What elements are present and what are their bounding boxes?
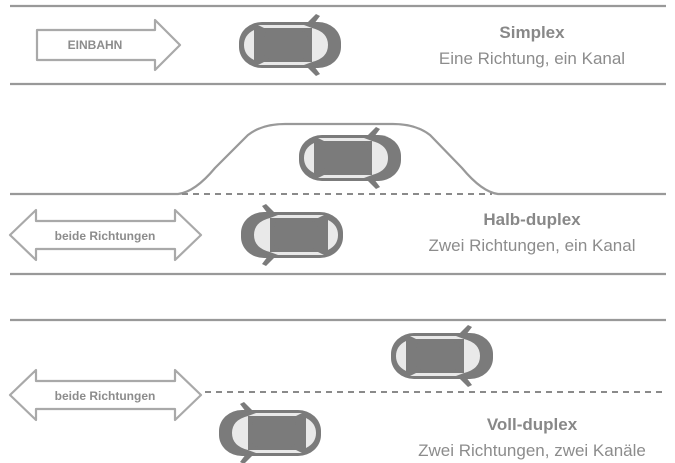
half-duplex-title: Halb-duplex [483, 210, 581, 229]
simplex-section: EINBAHN Simplex Eine Richtung, ein Kanal [10, 4, 666, 86]
full-duplex-arrow-label: beide Richtungen [55, 389, 156, 403]
half-duplex-arrow-label: beide Richtungen [55, 229, 156, 243]
car-icon [219, 402, 321, 463]
car-icon [239, 14, 341, 76]
full-duplex-title: Voll-duplex [487, 415, 578, 434]
simplex-description: Eine Richtung, ein Kanal [439, 49, 625, 68]
double-arrow-icon: beide Richtungen [8, 368, 203, 422]
double-arrow-icon: beide Richtungen [8, 208, 203, 262]
full-duplex-description: Zwei Richtungen, zwei Kanäle [418, 441, 646, 460]
simplex-title: Simplex [499, 23, 565, 42]
right-arrow-icon: EINBAHN [35, 18, 182, 72]
simplex-arrow-label: EINBAHN [68, 38, 123, 52]
half-duplex-description: Zwei Richtungen, ein Kanal [429, 236, 636, 255]
half-duplex-section: beide Richtungen Halb-duplex Zwei Richtu… [8, 122, 666, 276]
half-duplex-passing-lane [10, 122, 666, 196]
car-icon [299, 127, 401, 189]
full-duplex-section: beide Richtungen Voll-duplex Zwei Richtu… [8, 318, 666, 463]
car-icon [241, 204, 343, 266]
car-icon [391, 325, 493, 387]
